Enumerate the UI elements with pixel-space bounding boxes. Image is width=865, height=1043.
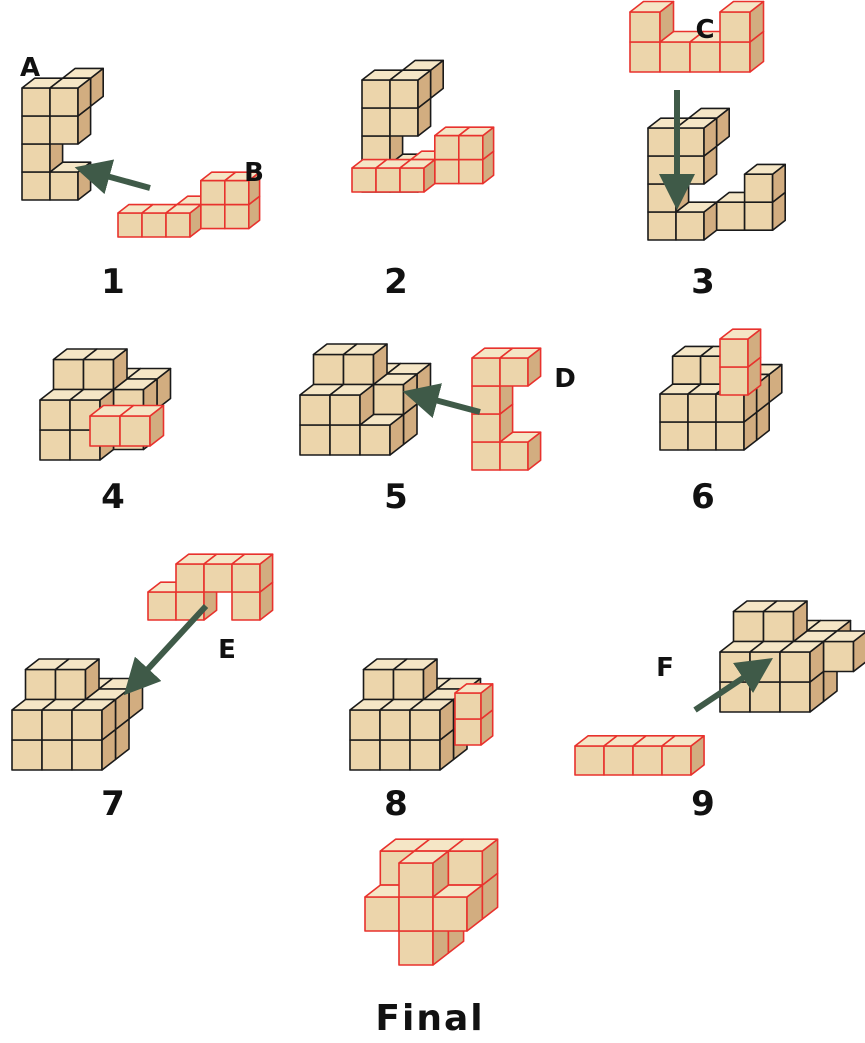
assembly-step3 [648,108,785,240]
step-number-5: 5 [384,477,408,517]
final-assembly [365,839,498,965]
piece-d [472,348,541,470]
part-label-e: E [218,635,236,665]
piece-e [148,554,273,620]
piece-f [575,736,704,775]
part-label-b: B [244,158,264,188]
step-number-9: 9 [691,784,715,824]
piece-layer [12,2,865,966]
step-number-2: 2 [384,262,408,302]
piece-a [22,68,103,200]
step-number-6: 6 [691,477,715,517]
part-label-d: D [554,364,576,394]
arrow-d-left [420,396,480,412]
part-label-c: C [695,15,714,45]
step-number-3: 3 [691,262,715,302]
step-number-1: 1 [101,262,125,302]
final-label: Final [375,998,484,1039]
assembly-step5 [300,344,431,455]
step-number-4: 4 [101,477,125,517]
highlight-step4 [90,406,164,447]
highlight-step8 [455,684,493,745]
part-label-a: A [20,53,40,83]
highlight-step6 [720,329,761,395]
step-number-8: 8 [384,784,408,824]
assembly-step9 [720,601,865,712]
arrow-b-to-a [92,172,150,188]
part-label-f: F [656,653,674,683]
step-number-7: 7 [101,784,125,824]
assembly-step7 [12,659,143,770]
